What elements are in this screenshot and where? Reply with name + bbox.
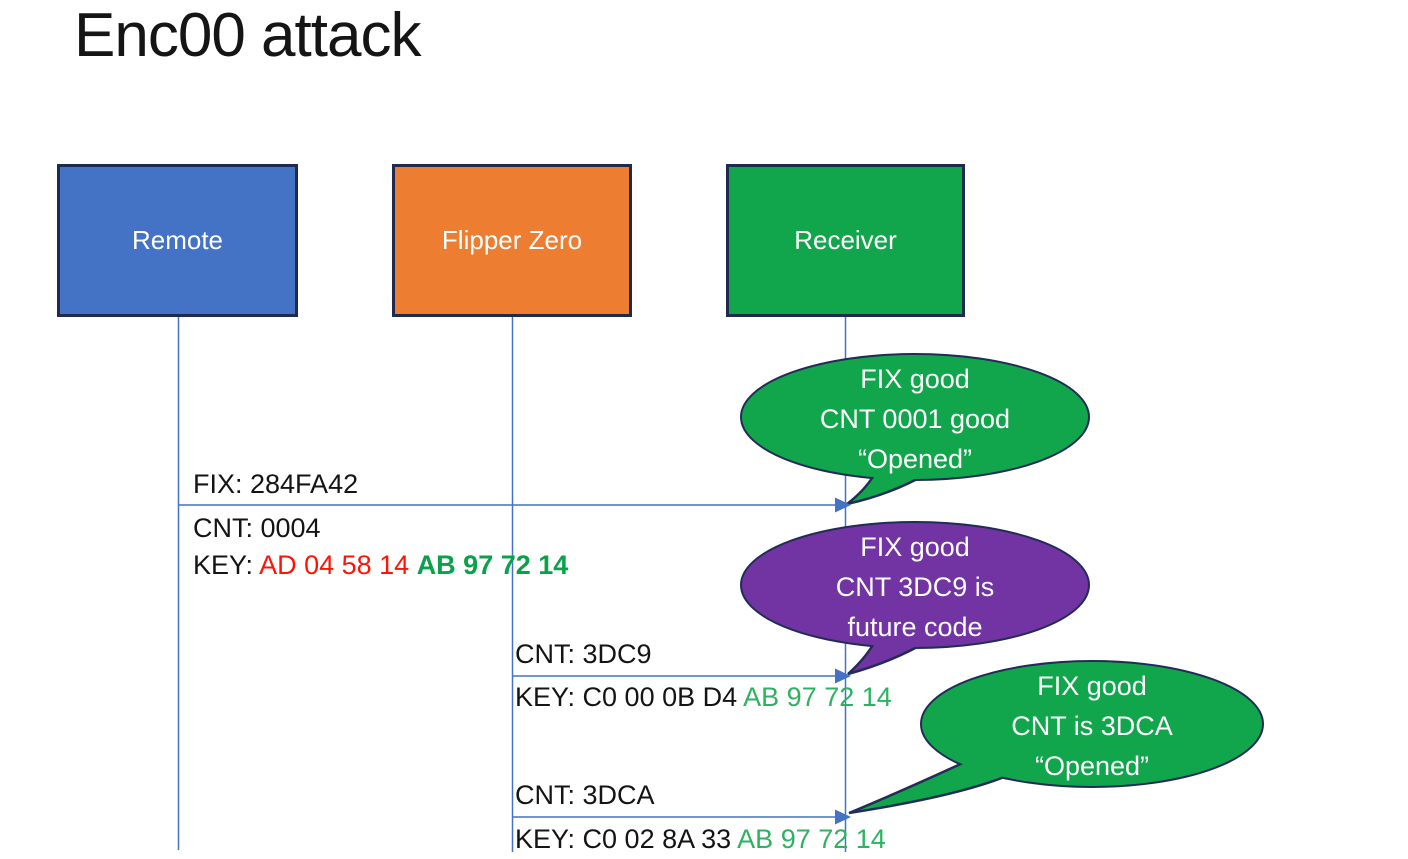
message-2-key-prefix: KEY: C0 00 0B D4 [515, 682, 744, 712]
message-arrow-3-head [835, 809, 851, 825]
actor-label-receiver: Receiver [794, 225, 897, 255]
callout-bubble-2 [740, 521, 1090, 676]
message-3-key-label: KEY: C0 02 8A 33 AB 97 72 14 [515, 824, 886, 855]
message-3-key-green-bytes: AB 97 72 14 [737, 824, 886, 854]
message-1-key-label: KEY: AD 04 58 14 AB 97 72 14 [193, 550, 568, 581]
callout-3-line-2: CNT is 3DCA [1011, 711, 1173, 741]
callout-1-line-2: CNT 0001 good [819, 404, 1011, 434]
actor-box-flipper-zero: Flipper Zero [392, 164, 632, 317]
message-3-key-prefix: KEY: C0 02 8A 33 [515, 824, 738, 854]
callout-2-line-1: FIX good [860, 532, 970, 562]
callout-1-ellipse-fill [742, 355, 1088, 479]
message-1-key-red-bytes: AD 04 58 14 [259, 550, 417, 580]
callout-1-text: FIX good CNT 0001 good “Opened” [742, 359, 1088, 479]
actor-label-flipper-zero: Flipper Zero [441, 225, 583, 255]
message-1-key-green-bytes: AB 97 72 14 [416, 550, 569, 580]
callout-bubble-3 [848, 660, 1264, 815]
message-arrow-1-head [835, 497, 851, 513]
message-3-cnt-label: CNT: 3DCA [515, 780, 655, 810]
callout-2-text: FIX good CNT 3DC9 is future code [742, 527, 1088, 647]
callout-2-ellipse-fill [742, 523, 1088, 647]
actor-box-receiver: Receiver [726, 164, 965, 317]
message-arrow-2-head [835, 668, 851, 684]
message-1-key-prefix: KEY: [193, 550, 260, 580]
callout-2-line-2: CNT 3DC9 is [835, 572, 995, 602]
callout-bubble-1 [740, 353, 1090, 506]
callout-3-line-3: “Opened” [1034, 751, 1150, 781]
callout-3-ellipse-fill [922, 662, 1262, 786]
message-2-cnt-label: CNT: 3DC9 [515, 639, 652, 669]
callout-1-line-1: FIX good [860, 364, 970, 394]
actor-label-remote: Remote [131, 225, 224, 255]
callout-1-line-3: “Opened” [857, 444, 973, 474]
page-title: Enc00 attack [74, 1, 421, 70]
callout-2-line-3: future code [847, 612, 983, 642]
message-2-key-label: KEY: C0 00 0B D4 AB 97 72 14 [515, 682, 892, 713]
callout-3-text: FIX good CNT is 3DCA “Opened” [922, 666, 1262, 786]
message-1-fix-label: FIX: 284FA42 [193, 469, 359, 499]
callout-3-line-1: FIX good [1037, 671, 1147, 701]
message-1-cnt-label: CNT: 0004 [193, 513, 321, 543]
message-2-key-green-bytes: AB 97 72 14 [743, 682, 892, 712]
actor-box-remote: Remote [57, 164, 298, 317]
